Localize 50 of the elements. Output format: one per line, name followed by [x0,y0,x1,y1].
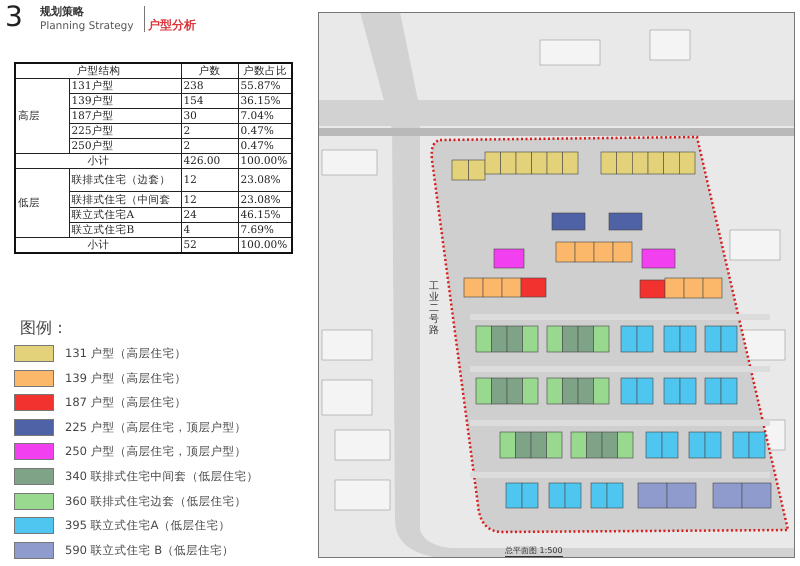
section-number: 3 [5,2,23,32]
table-cell: 0.47% [238,124,292,138]
legend-label: 225 户型（高层住宅，顶层户型） [65,420,247,435]
table-cell: 户数 [181,63,238,78]
legend-label: 340 联排式住宅中间套（低层住宅） [65,469,259,484]
table-cell: 12 [181,192,238,208]
legend-label: 590 联立式住宅 B（低层住宅） [65,542,234,558]
table-cell: 250户型 [69,138,181,154]
table-cell: 55.87% [238,78,292,94]
table-cell: 131户型 [69,78,181,94]
table-cell: 4 [181,222,238,238]
table-cell: 36.15% [238,94,292,108]
table-cell: 52 [181,238,238,253]
table-cell: 户数占比 [238,63,292,78]
legend-label: 139 户型（高层住宅） [65,370,187,386]
table-cell: 户型结构 [15,63,181,78]
table-cell: 154 [181,94,238,108]
plan-caption: 总平面图 1:500 [505,545,563,557]
table-cell: 低层 [15,168,69,238]
table-cell: 30 [181,108,238,124]
legend-label: 395 联立式住宅A（低层住宅） [65,518,230,534]
table-cell: 238 [181,78,238,94]
section-subheading: Planning Strategy [40,19,134,33]
table-cell: 46.15% [238,208,292,222]
table-cell: 187户型 [69,108,181,124]
table-cell: 2 [181,124,238,138]
table-cell: 联排式住宅（中间套 [69,192,181,208]
table-cell: 联立式住宅B [69,222,181,238]
table-cell: 24 [181,208,238,222]
table-cell: 100.00% [238,154,292,168]
legend-label: 131 户型（高层住宅） [65,346,187,361]
table-cell: 7.04% [238,108,292,124]
table-cell: 7.69% [238,222,292,238]
table-cell: 426.00 [181,154,238,168]
table-cell: 0.47% [238,138,292,154]
table-cell: 139户型 [69,94,181,108]
table-cell: 联立式住宅A [69,208,181,222]
table-cell: 小计 [15,154,181,168]
legend-label: 250 户型（高层住宅，顶层户型） [65,444,247,460]
page-title: 户型分析 [148,18,196,32]
section-heading: 规划策略 [40,5,84,18]
table-cell: 2 [181,138,238,154]
legend-label: 187 户型（高层住宅） [65,395,187,410]
road-name: 工业二号路 [429,281,439,336]
table-cell: 12 [181,168,238,192]
legend-label: 360 联排式住宅边套（低层住宅） [65,494,247,509]
table-cell: 225户型 [69,124,181,138]
table-cell: 高层 [15,78,69,154]
legend-heading: 图例： [20,318,68,339]
table-cell: 联排式住宅（边套） [69,168,181,192]
